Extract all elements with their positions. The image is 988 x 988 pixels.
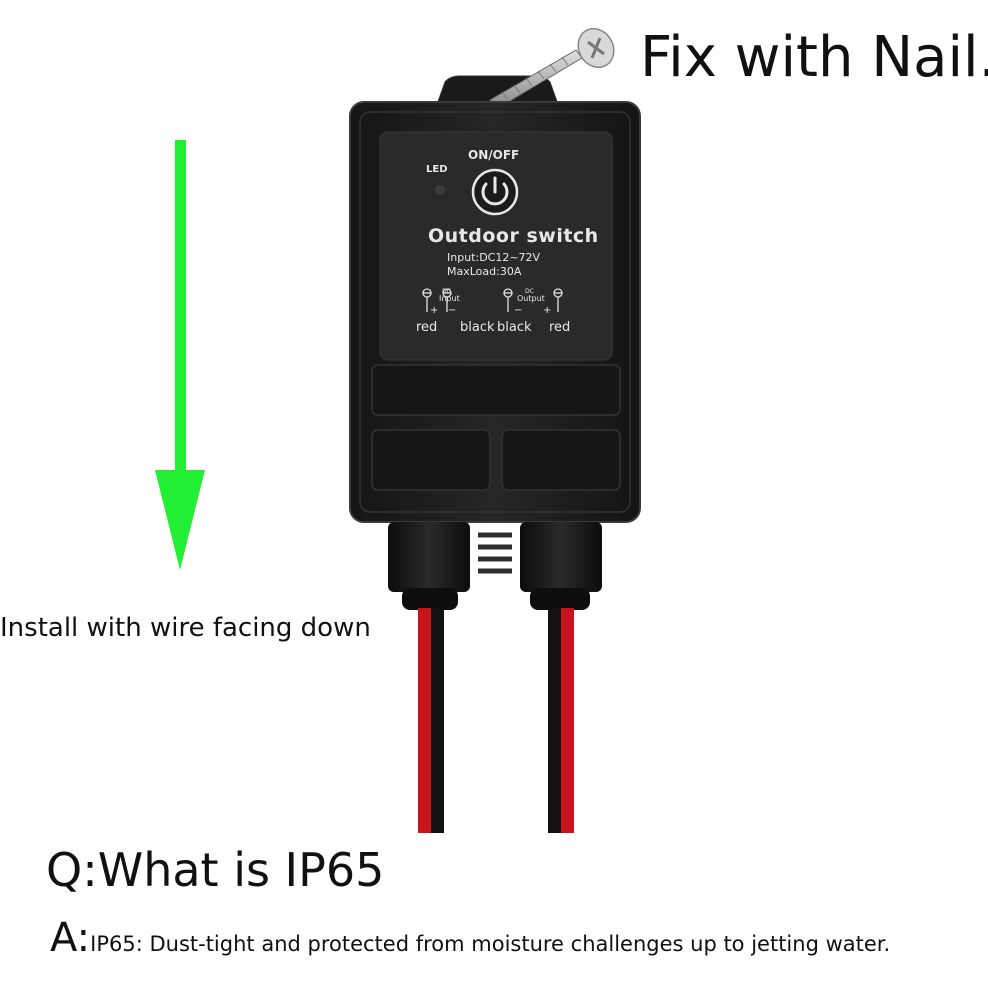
outdoor-switch-photo: [349, 27, 641, 833]
led-indicator: [433, 183, 447, 197]
output-minus-sign: −: [514, 305, 523, 316]
install-direction-caption: Install with wire facing down: [0, 613, 371, 643]
power-icon: [471, 168, 519, 216]
output-red-label: red: [549, 320, 571, 335]
input-black-label: black: [460, 320, 495, 335]
input-spec: Input:DC12~72V: [447, 251, 541, 264]
maxload-spec: MaxLoad:30A: [447, 265, 522, 278]
output-black-label: black: [497, 320, 532, 335]
answer-prefix: A:: [50, 915, 91, 961]
led-label: LED: [426, 164, 448, 175]
output-plus-sign: +: [543, 305, 552, 316]
screw-icon: [489, 27, 615, 109]
dc-input-tag: DC: [442, 288, 451, 295]
input-plus-sign: +: [430, 305, 439, 316]
fix-with-nail-caption: Fix with Nail.: [640, 25, 988, 90]
down-arrow-icon: [155, 140, 205, 570]
terminal-screw-icon: [422, 288, 563, 312]
onoff-label: ON/OFF: [468, 148, 520, 162]
input-red-label: red: [416, 320, 438, 335]
answer-line: A:IP65: Dust-tight and protected from mo…: [50, 912, 890, 970]
answer-body: IP65: Dust-tight and protected from mois…: [90, 932, 891, 956]
question-caption: Q:What is IP65: [46, 843, 385, 897]
dc-output-tag: DC: [525, 288, 534, 295]
input-minus-sign: −: [448, 305, 457, 316]
input-tag: Input: [439, 294, 460, 303]
output-tag: Output: [517, 294, 545, 303]
switch-title: Outdoor switch: [428, 225, 599, 247]
